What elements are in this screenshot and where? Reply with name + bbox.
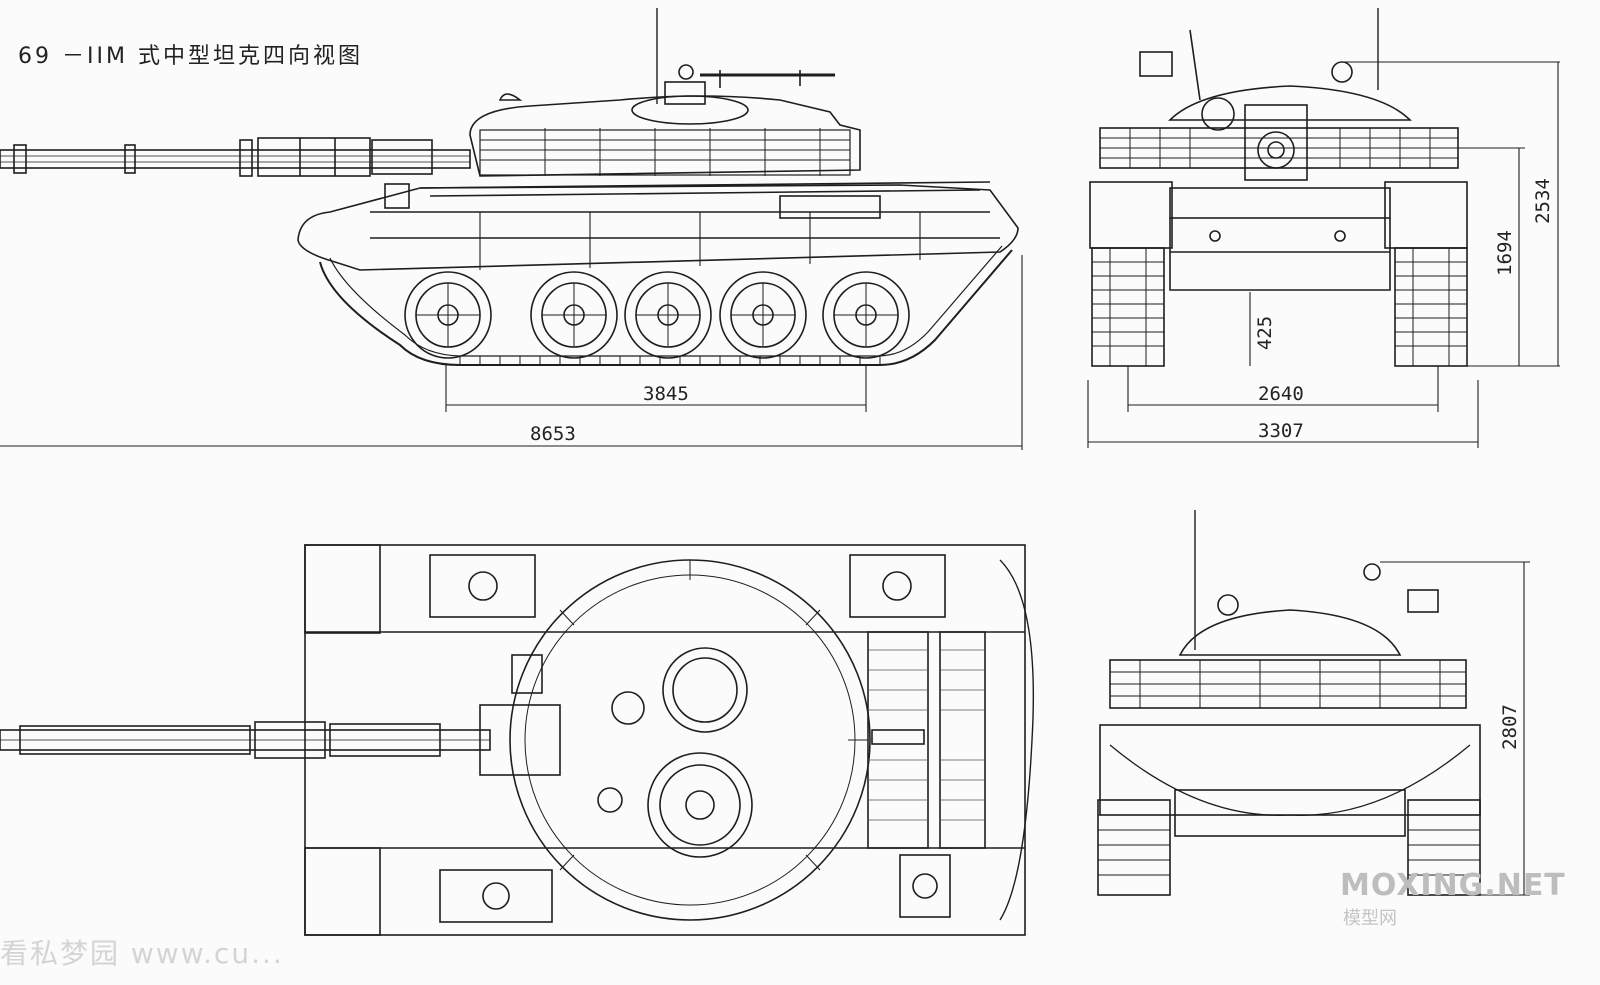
rear-turret xyxy=(1109,510,1467,709)
side-turret xyxy=(469,8,861,177)
top-engine-deck xyxy=(867,631,986,849)
side-road-wheels xyxy=(404,271,910,359)
side-view xyxy=(0,8,1023,450)
top-turret xyxy=(479,559,871,921)
rear-dimension-lines xyxy=(1380,561,1530,896)
front-tracks xyxy=(1089,181,1468,367)
side-track xyxy=(319,245,1013,366)
dim-overall-width: 3307 xyxy=(1258,420,1304,442)
watermark-bottom-left: 看私梦园 www.cu... xyxy=(0,937,284,970)
dim-overall-length: 8653 xyxy=(530,423,576,445)
drawing-title: 69 －IIM 式中型坦克四向视图 xyxy=(18,44,363,69)
dim-hull-height: 1694 xyxy=(1493,230,1516,276)
dim-wheelbase: 3845 xyxy=(643,383,689,405)
front-dimension-lines xyxy=(1087,61,1560,448)
rear-hull xyxy=(1099,724,1481,837)
watermark-site-cn: 模型网 xyxy=(1343,908,1397,929)
side-gun-barrel xyxy=(0,137,471,177)
dim-total-height: 2534 xyxy=(1531,178,1554,224)
top-view xyxy=(0,544,1035,936)
side-dimension-lines xyxy=(0,255,1023,450)
dim-track-gauge: 2640 xyxy=(1258,383,1304,405)
side-hull xyxy=(297,181,1019,271)
rear-tracks xyxy=(1097,799,1481,896)
dim-ground-clearance: 425 xyxy=(1254,315,1277,351)
front-hull xyxy=(1169,187,1391,291)
rear-view xyxy=(1097,510,1530,896)
front-view xyxy=(1087,8,1560,448)
top-gun-barrel xyxy=(0,721,491,759)
dim-rear-height: 2807 xyxy=(1498,704,1521,750)
front-turret xyxy=(1099,8,1459,181)
watermark-site: MOXING.NET xyxy=(1340,868,1566,903)
